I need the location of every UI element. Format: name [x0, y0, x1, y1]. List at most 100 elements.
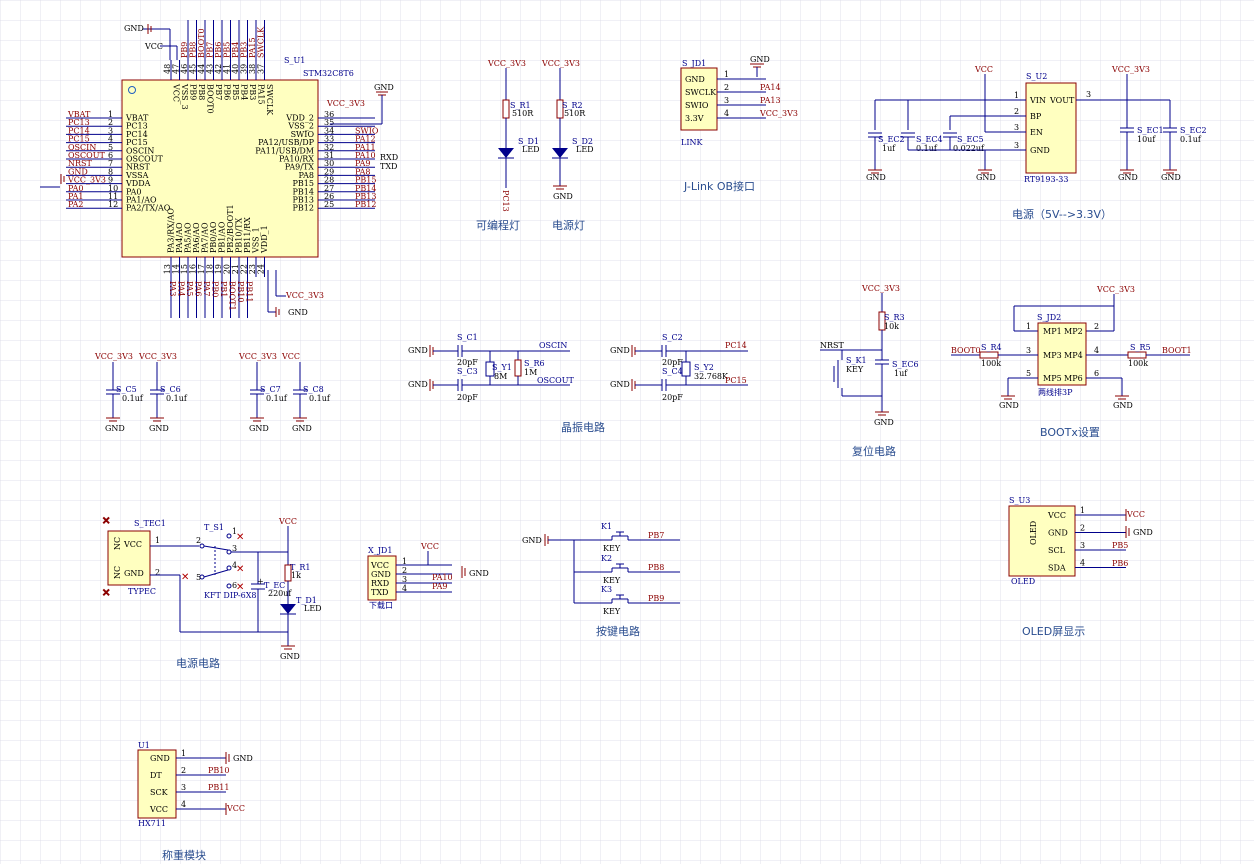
key-ref: K2 — [601, 554, 612, 563]
boot-r5-ref: S_R5 — [1130, 343, 1151, 352]
xtal-oscout: OSCOUT — [537, 376, 574, 385]
mcu-right-pin-name: VDD_2 — [285, 114, 314, 123]
mcu-block[interactable]: S_U1 STM32C8T6 VBAT1VBATPC132PC13PC143PC… — [66, 20, 379, 318]
mcu-rxd-label: RXD — [380, 153, 398, 162]
jlink-pin-name: SWIO — [685, 101, 709, 110]
mcu-top-net: PB5 — [223, 42, 232, 58]
boot-pin-num: 1 — [1026, 322, 1031, 331]
xtal-c4-ref: S_C4 — [662, 367, 683, 376]
mcu-bot-pin-name: PA4/AO — [175, 222, 184, 253]
key-ref: K1 — [601, 522, 612, 531]
svg-text:2: 2 — [196, 536, 201, 545]
reg-gnd-4: GND — [1161, 173, 1181, 182]
mcu-bot-net: PB1 — [219, 281, 228, 297]
jlink-gnd-top: GND — [750, 55, 770, 64]
mcu-top-pin-num: 45 — [189, 64, 198, 74]
tec-gnd-pin: GND — [124, 569, 144, 578]
dl-pin-num: 3 — [402, 575, 407, 584]
mcu-left-pin-num: 7 — [108, 159, 113, 168]
reg-ref: S_U2 — [1026, 72, 1047, 81]
usb-ec-val: 220uf — [268, 589, 292, 598]
caption-boot: BOOTx设置 — [1040, 426, 1100, 439]
hx-part: HX711 — [138, 819, 166, 828]
mcu-bot-pin-name: PA7/AO — [201, 222, 210, 253]
mcu-bot-net: PB11 — [245, 281, 254, 302]
mcu-left-net: PC14 — [68, 126, 90, 135]
boot-gnd-1: GND — [999, 401, 1019, 410]
mcu-top-pin-name: PB7 — [214, 84, 223, 100]
mcu-bot-pin-name: VSS_1 — [252, 227, 261, 254]
dl-net-rx: PA10 — [432, 573, 453, 582]
mcu-right-net: SWIO — [355, 126, 379, 135]
mcu-top-pin-num: 48 — [163, 64, 172, 74]
svg-text:1: 1 — [232, 527, 237, 536]
xtal-oscin: OSCIN — [539, 341, 567, 350]
mcu-bot-net: BOOT1 — [228, 281, 237, 311]
boot-pin-num: 6 — [1094, 369, 1099, 378]
boot-boot0: BOOT0 — [951, 346, 981, 355]
led2-vcc: VCC_3V3 — [541, 59, 580, 68]
boot-pin-num: 3 — [1026, 346, 1031, 355]
mcu-left-pin-name: VSSA — [125, 171, 149, 180]
led-r1-ref: S_R1 — [510, 101, 531, 110]
led-d1-ref: S_D1 — [518, 137, 539, 146]
reg-vcc: VCC — [974, 65, 993, 74]
reg-pin-num: 2 — [1014, 107, 1019, 116]
sw-part: KFT DIP-6X8 — [204, 591, 257, 600]
xtal-pc14: PC14 — [725, 341, 747, 350]
mcu-bot-pin-num: 19 — [214, 264, 223, 274]
mcu-left-pin-num: 8 — [108, 167, 113, 176]
reg-ec2b-ref: S_EC2 — [1180, 126, 1207, 135]
mcu-top-net: PB6 — [214, 42, 223, 58]
dl-pin-num: 1 — [402, 557, 407, 566]
mcu-right-pin-name: PB14 — [293, 187, 314, 196]
oled-net-scl: PB5 — [1112, 541, 1128, 550]
led-circuit: VCC_3V3 S_R1 510R S_D1 LED PC13 VCC_3V3 … — [476, 59, 594, 232]
mcu-left-pin-name: PA1/AO — [126, 196, 157, 205]
reset-r3-val: 10k — [884, 322, 899, 331]
dl-ref: X_JD1 — [368, 546, 392, 555]
jlink-net: VCC_3V3 — [759, 109, 798, 118]
led-r1-value: 510R — [512, 109, 534, 118]
mcu-right-net: PB13 — [355, 192, 376, 201]
dl-pin-name: GND — [371, 570, 391, 579]
mcu-top-pin-num: 43 — [206, 64, 215, 74]
xtal-c4-val: 20pF — [662, 393, 683, 402]
key-ref: K3 — [601, 585, 612, 594]
xtal-r6-ref: S_R6 — [524, 359, 545, 368]
mcu-bot-pin-num: 23 — [248, 264, 257, 274]
jlink-net: PA13 — [760, 96, 781, 105]
mcu-bot-pin-name: PA6/AO — [192, 222, 201, 253]
mcu-left-net: PA1 — [68, 192, 84, 201]
oled-pin-num: 1 — [1080, 506, 1085, 515]
led-r2-value: 510R — [564, 109, 586, 118]
dl-net-tx: PA9 — [432, 582, 448, 591]
svg-text:✕: ✕ — [236, 582, 244, 593]
hx-pin-num: 1 — [181, 749, 186, 758]
usb-power-circuit: S_TEC1 VCC GND NC NC TYPEC ✕ ✕ 1 2 T_S1 … — [102, 516, 322, 671]
mcu-top-net: PB4 — [231, 42, 240, 58]
mcu-top-pin-num: 47 — [172, 64, 181, 74]
led-r2-ref: S_R2 — [562, 101, 583, 110]
mcu-top-net: PB8 — [189, 42, 198, 58]
xtal-pc15: PC15 — [725, 376, 747, 385]
reg-pin-name: GND — [1030, 146, 1050, 155]
svg-text:✕: ✕ — [236, 532, 244, 543]
mcu-top-pin-name: SWCLK — [265, 84, 274, 116]
svg-text:6: 6 — [232, 581, 237, 590]
mcu-top-net: BOOT0 — [197, 28, 206, 58]
mcu-right-pin-name: PA12/USB/DP — [258, 138, 315, 147]
jlink-pin-name: GND — [685, 75, 705, 84]
mcu-bot-vcc-label: VCC_3V3 — [285, 291, 324, 300]
boot-pin-right: MP2 — [1064, 327, 1083, 336]
hx-net-gnd: GND — [233, 754, 253, 763]
svg-text:1: 1 — [155, 536, 160, 545]
reg-ec5-ref: S_EC5 — [957, 135, 984, 144]
mcu-top-pin-name: PB3 — [248, 84, 257, 100]
